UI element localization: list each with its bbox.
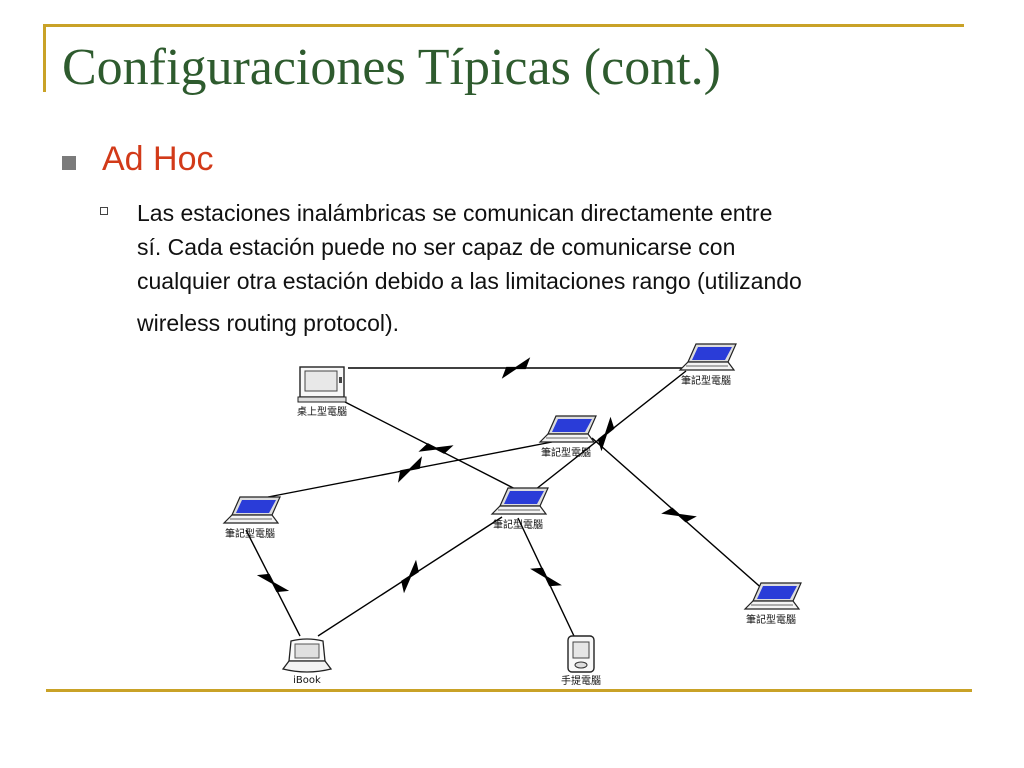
laptop-display [552, 419, 592, 432]
node-label: 筆記型電腦 [541, 446, 591, 459]
laptop-center-upper-node: 筆記型電腦 [538, 415, 597, 459]
node-label: 筆記型電腦 [225, 527, 275, 540]
wireless-link [245, 529, 301, 637]
laptop-icon [222, 496, 281, 524]
keyboard [297, 396, 347, 403]
section-heading: Ad Hoc [102, 140, 214, 178]
wireless-link [591, 437, 767, 593]
pda-screen [572, 641, 590, 659]
laptop-display [692, 347, 732, 360]
wireless-link [348, 357, 684, 379]
node-label: 筆記型電腦 [746, 613, 796, 626]
frame-top-line [43, 24, 964, 27]
pda-node: 手提電腦 [561, 635, 601, 687]
slide-title: Configuraciones Típicas (cont.) [62, 39, 721, 96]
hollow-square-bullet-icon [100, 207, 108, 215]
wireless-link [517, 517, 575, 637]
laptop-icon [538, 415, 597, 443]
laptop-left-node: 筆記型電腦 [222, 496, 281, 540]
paragraph-line: sí. Cada estación puede no ser capaz de … [137, 234, 736, 260]
node-label: iBook [293, 675, 321, 686]
paragraph-line: wireless routing protocol). [137, 310, 400, 336]
node-label: 筆記型電腦 [493, 518, 543, 531]
laptop-icon [678, 343, 737, 371]
ibook-base [281, 660, 333, 673]
desktop-node: 桌上型電腦 [297, 366, 347, 418]
laptop-right-node: 筆記型電腦 [743, 582, 802, 626]
frame-left-line [43, 24, 46, 92]
laptop-display [757, 586, 797, 599]
laptop-display [504, 491, 544, 504]
node-label: 桌上型電腦 [297, 405, 347, 418]
wireless-link [317, 516, 503, 637]
monitor-screen [304, 370, 338, 392]
paragraph-line: cualquier otra estación debido a las lim… [137, 268, 802, 294]
laptop-icon [490, 487, 549, 515]
ibook-icon [281, 638, 333, 673]
node-label: 筆記型電腦 [681, 374, 731, 387]
desktop-icon [297, 366, 347, 403]
node-label: 手提電腦 [561, 674, 601, 687]
laptop-icon [743, 582, 802, 610]
wireless-link [344, 401, 528, 496]
wireless-link [525, 370, 687, 498]
laptop-top-right-node: 筆記型電腦 [678, 343, 737, 387]
laptop-display [236, 500, 276, 513]
paragraph-line: Las estaciones inalámbricas se comunican… [137, 200, 773, 226]
pda-icon [567, 635, 595, 673]
frame-bottom-line [46, 689, 972, 692]
ibook-node: iBook [281, 638, 333, 686]
description-paragraph: Las estaciones inalámbricas se comunican… [137, 196, 977, 340]
wireless-link [267, 441, 553, 498]
laptop-center-node: 筆記型電腦 [490, 487, 549, 531]
square-bullet-icon [62, 156, 76, 170]
